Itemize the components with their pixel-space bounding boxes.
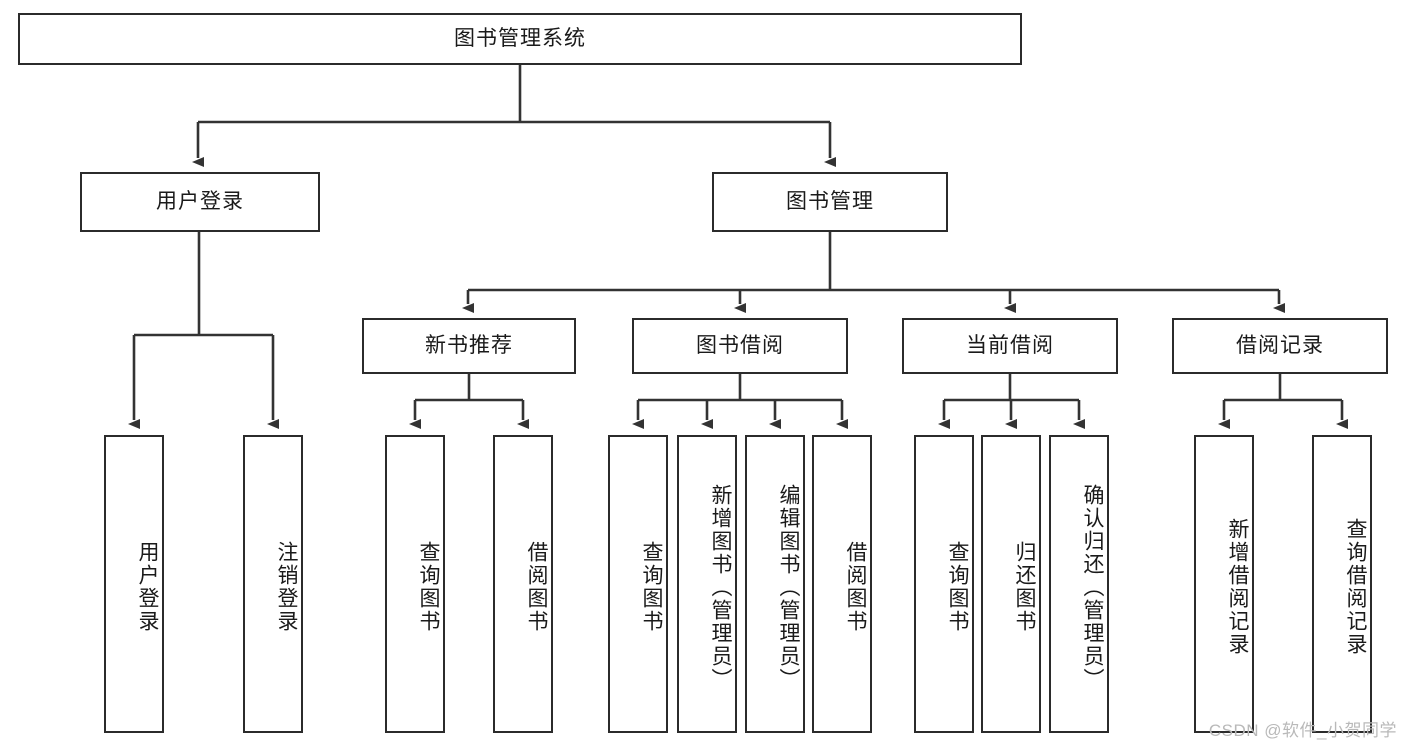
node-label: 新增图书（管理员） (709, 483, 732, 691)
node-new-book-recommend[interactable]: 新书推荐 (362, 318, 576, 374)
node-label: 图书管理 (786, 190, 874, 214)
node-label: 图书管理系统 (454, 27, 586, 51)
node-label: 借阅图书 (525, 541, 548, 633)
node-label: 当前借阅 (966, 334, 1054, 358)
node-label: 新增借阅记录 (1226, 518, 1249, 656)
leaf-user-login-logout[interactable]: 注销登录 (243, 435, 303, 733)
node-label: 编辑图书（管理员） (777, 483, 800, 691)
node-label: 确认归还（管理员） (1081, 483, 1104, 691)
leaf-recommend-query-book[interactable]: 查询图书 (385, 435, 445, 733)
node-user-login[interactable]: 用户登录 (80, 172, 320, 232)
leaf-user-login-login[interactable]: 用户登录 (104, 435, 164, 733)
node-current-borrow[interactable]: 当前借阅 (902, 318, 1118, 374)
node-label: 借阅图书 (844, 541, 867, 633)
leaf-current-query-book[interactable]: 查询图书 (914, 435, 974, 733)
node-label: 新书推荐 (425, 334, 513, 358)
node-label: 图书借阅 (696, 334, 784, 358)
node-label: 查询图书 (417, 541, 440, 633)
node-label: 查询借阅记录 (1344, 518, 1367, 656)
node-label: 查询图书 (946, 541, 969, 633)
leaf-record-query-record[interactable]: 查询借阅记录 (1312, 435, 1372, 733)
leaf-current-confirm-return-admin[interactable]: 确认归还（管理员） (1049, 435, 1109, 733)
leaf-borrow-query-book[interactable]: 查询图书 (608, 435, 668, 733)
leaf-borrow-add-book-admin[interactable]: 新增图书（管理员） (677, 435, 737, 733)
leaf-recommend-borrow-book[interactable]: 借阅图书 (493, 435, 553, 733)
leaf-current-return-book[interactable]: 归还图书 (981, 435, 1041, 733)
node-label: 归还图书 (1013, 541, 1036, 633)
leaf-borrow-borrow-book[interactable]: 借阅图书 (812, 435, 872, 733)
node-label: 查询图书 (640, 541, 663, 633)
node-label: 用户登录 (156, 190, 244, 214)
node-label: 借阅记录 (1236, 334, 1324, 358)
leaf-borrow-edit-book-admin[interactable]: 编辑图书（管理员） (745, 435, 805, 733)
node-book-borrow[interactable]: 图书借阅 (632, 318, 848, 374)
node-label: 注销登录 (275, 541, 298, 633)
node-book-management[interactable]: 图书管理 (712, 172, 948, 232)
node-root-system[interactable]: 图书管理系统 (18, 13, 1022, 65)
leaf-record-add-record[interactable]: 新增借阅记录 (1194, 435, 1254, 733)
node-borrow-record[interactable]: 借阅记录 (1172, 318, 1388, 374)
node-label: 用户登录 (136, 541, 159, 633)
